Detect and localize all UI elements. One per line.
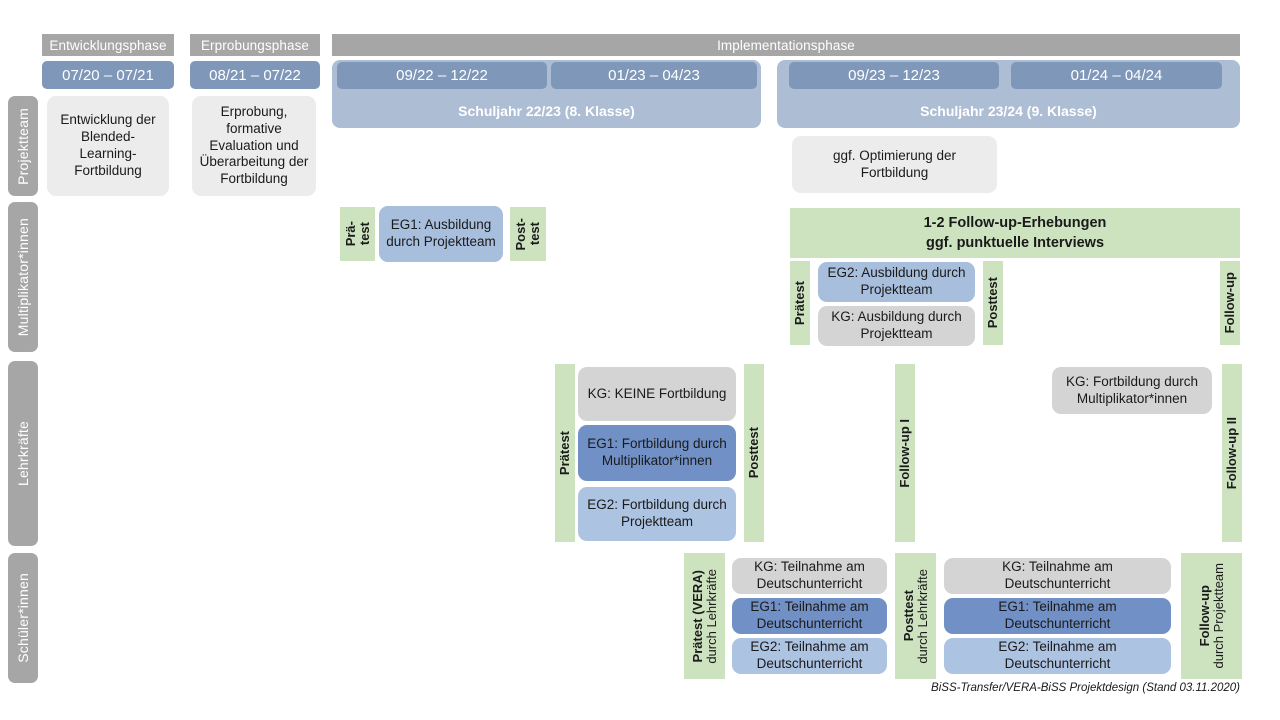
card-text: EG2: Fortbildung durch Projektteam: [587, 497, 727, 529]
phase-bar-label: Entwicklungsphase: [49, 37, 167, 53]
period-label: 08/21 – 07/22: [209, 66, 301, 84]
test-strip-praetest-lehrkraefte: Prätest: [555, 364, 575, 542]
card-text: KG: Teilnahme am Deutschunterricht: [754, 559, 865, 591]
test-strip-posttest-multiplikator-2: Posttest: [983, 261, 1003, 345]
sidebar-item-label: Lehrkräfte: [15, 420, 31, 487]
sidebar-item-multiplikator[interactable]: Multiplikator*innen: [8, 202, 38, 352]
card-eg2-teilnahme-deutschunterricht-right: EG2: Teilnahme am Deutschunterricht: [944, 638, 1171, 674]
period-label: 09/23 – 12/23: [848, 67, 940, 84]
period-label: 07/20 – 07/21: [62, 66, 154, 84]
sidebar-item-projektteam[interactable]: Projektteam: [8, 96, 38, 196]
card-optimierung-fortbildung: ggf. Optimierung der Fortbildung: [792, 136, 997, 193]
card-kg-ausbildung-projektteam: KG: Ausbildung durch Projektteam: [818, 306, 975, 346]
sidebar-item-label: Projektteam: [15, 107, 31, 185]
period-bar-0720-0721: 07/20 – 07/21: [42, 61, 174, 89]
card-text: KG: Fortbildung durch Multiplikator*inne…: [1065, 373, 1199, 406]
sidebar-item-lehrkraefte[interactable]: Lehrkräfte: [8, 361, 38, 546]
test-strip-posttest-lehrkraefte: Posttest: [744, 364, 764, 542]
card-text: KG: KEINE Fortbildung: [587, 385, 727, 401]
card-text: EG2: Ausbildung durch Projektteam: [827, 265, 966, 297]
period-bar-0923-1223: 09/23 – 12/23: [789, 62, 999, 89]
test-strip-followup-multiplikator: Follow-up: [1220, 261, 1240, 345]
period-bar-0922-1222: 09/22 – 12/22: [337, 62, 547, 89]
test-strip-regular-label: durch Projektteam: [1210, 563, 1226, 669]
card-text: Erprobung, formative Evaluation und Über…: [199, 103, 309, 187]
test-strip-praetest-multiplikator-1: Prä- test: [340, 207, 375, 261]
card-kg-fortbildung-multiplikator: KG: Fortbildung durch Multiplikator*inne…: [1052, 367, 1212, 414]
test-strip-praetest-multiplikator-2: Prätest: [790, 261, 810, 345]
phase-bar-label: Erprobungsphase: [200, 37, 310, 53]
test-strip-line2: test: [356, 222, 372, 246]
phase-bar-erprobungsphase: Erprobungsphase: [190, 34, 320, 56]
schoolyear-label: Schuljahr 22/23 (8. Klasse): [458, 103, 635, 119]
footer-caption: BiSS-Transfer/VERA-BiSS Projektdesign (S…: [760, 682, 1240, 698]
card-eg2-teilnahme-deutschunterricht-left: EG2: Teilnahme am Deutschunterricht: [732, 638, 887, 674]
test-strip-posttest-multiplikator-1: Post- test: [510, 207, 546, 261]
card-eg2-ausbildung-projektteam: EG2: Ausbildung durch Projektteam: [818, 262, 975, 302]
test-strip-line1: Prä-: [342, 221, 358, 247]
card-eg1-teilnahme-deutschunterricht-right: EG1: Teilnahme am Deutschunterricht: [944, 598, 1171, 634]
test-strip-followup-schueler: Follow-up durch Projektteam: [1181, 553, 1242, 679]
banner-line-2: ggf. punktuelle Interviews: [925, 235, 1105, 251]
sidebar-item-label: Schüler*innen: [15, 573, 31, 663]
phase-bar-entwicklungsphase: Entwicklungsphase: [42, 34, 174, 56]
test-strip-bold-label: Posttest: [900, 590, 916, 642]
period-label: 01/23 – 04/23: [608, 67, 700, 84]
card-eg1-teilnahme-deutschunterricht-left: EG1: Teilnahme am Deutschunterricht: [732, 598, 887, 634]
footer-text: BiSS-Transfer/VERA-BiSS Projektdesign (S…: [931, 682, 1240, 694]
card-text: KG: Ausbildung durch Projektteam: [831, 309, 962, 341]
card-kg-teilnahme-deutschunterricht-right: KG: Teilnahme am Deutschunterricht: [944, 558, 1171, 594]
card-text: EG2: Teilnahme am Deutschunterricht: [998, 639, 1117, 671]
schoolyear-label: Schuljahr 23/24 (9. Klasse): [920, 103, 1097, 119]
card-text: EG1: Teilnahme am Deutschunterricht: [750, 599, 869, 631]
test-strip-praetest-vera-schueler: Prätest (VERA) durch Lehrkräfte: [684, 553, 725, 679]
card-text: Entwicklung der Blended-Learning-Fortbil…: [60, 112, 156, 178]
banner-line-1: 1-2 Follow-up-Erhebungen: [923, 214, 1107, 231]
card-entwicklung-fortbildung: Entwicklung der Blended-Learning-Fortbil…: [47, 96, 169, 196]
card-text: KG: Teilnahme am Deutschunterricht: [1002, 559, 1113, 591]
card-text: EG1: Fortbildung durch Multiplikator*inn…: [587, 436, 727, 468]
period-bar-0124-0424: 01/24 – 04/24: [1011, 62, 1222, 89]
test-strip-label: Prätest: [557, 430, 573, 476]
banner-followup-erhebungen: 1-2 Follow-up-Erhebungen ggf. punktuelle…: [790, 208, 1240, 258]
card-text: EG1: Teilnahme am Deutschunterricht: [998, 599, 1117, 631]
test-strip-followup-2-lehrkraefte: Follow-up II: [1222, 364, 1242, 542]
test-strip-line1: Post-: [513, 217, 529, 251]
card-text: EG2: Teilnahme am Deutschunterricht: [750, 639, 869, 671]
test-strip-label: Follow-up II: [1224, 416, 1240, 490]
phase-bar-label: Implementationsphase: [717, 37, 855, 53]
period-label: 09/22 – 12/22: [396, 67, 488, 84]
card-eg1-ausbildung-projektteam: EG1: Ausbildung durch Projektteam: [379, 206, 503, 262]
test-strip-label: Posttest: [985, 277, 1001, 329]
card-kg-teilnahme-deutschunterricht-left: KG: Teilnahme am Deutschunterricht: [732, 558, 887, 594]
period-bar-0821-0722: 08/21 – 07/22: [190, 61, 320, 89]
test-strip-label: Posttest: [746, 427, 762, 479]
card-text: ggf. Optimierung der Fortbildung: [832, 147, 957, 180]
sidebar-item-label: Multiplikator*innen: [15, 217, 31, 337]
test-strip-label: Follow-up: [1222, 272, 1238, 334]
phase-bar-implementationsphase: Implementationsphase: [332, 34, 1240, 56]
period-bar-0123-0423: 01/23 – 04/23: [551, 62, 757, 89]
card-eg2-fortbildung-projektteam: EG2: Fortbildung durch Projektteam: [578, 487, 736, 541]
test-strip-regular-label: durch Lehrkräfte: [914, 568, 930, 664]
test-strip-followup-1-lehrkraefte: Follow-up I: [895, 364, 915, 542]
sidebar-item-schueler[interactable]: Schüler*innen: [8, 553, 38, 683]
card-kg-keine-fortbildung: KG: KEINE Fortbildung: [578, 367, 736, 421]
test-strip-label: Prätest: [792, 280, 808, 326]
test-strip-regular-label: durch Lehrkräfte: [703, 568, 719, 664]
test-strip-label: Follow-up I: [897, 418, 913, 488]
test-strip-bold-label: Follow-up: [1196, 585, 1212, 647]
card-eg1-fortbildung-multiplikator: EG1: Fortbildung durch Multiplikator*inn…: [578, 425, 736, 481]
test-strip-bold-label: Prätest (VERA): [689, 569, 705, 663]
card-erprobung-evaluation: Erprobung, formative Evaluation und Über…: [192, 96, 316, 196]
card-text: EG1: Ausbildung durch Projektteam: [386, 217, 496, 249]
test-strip-posttest-schueler: Posttest durch Lehrkräfte: [895, 553, 936, 679]
test-strip-line2: test: [527, 222, 542, 246]
period-label: 01/24 – 04/24: [1070, 67, 1163, 84]
